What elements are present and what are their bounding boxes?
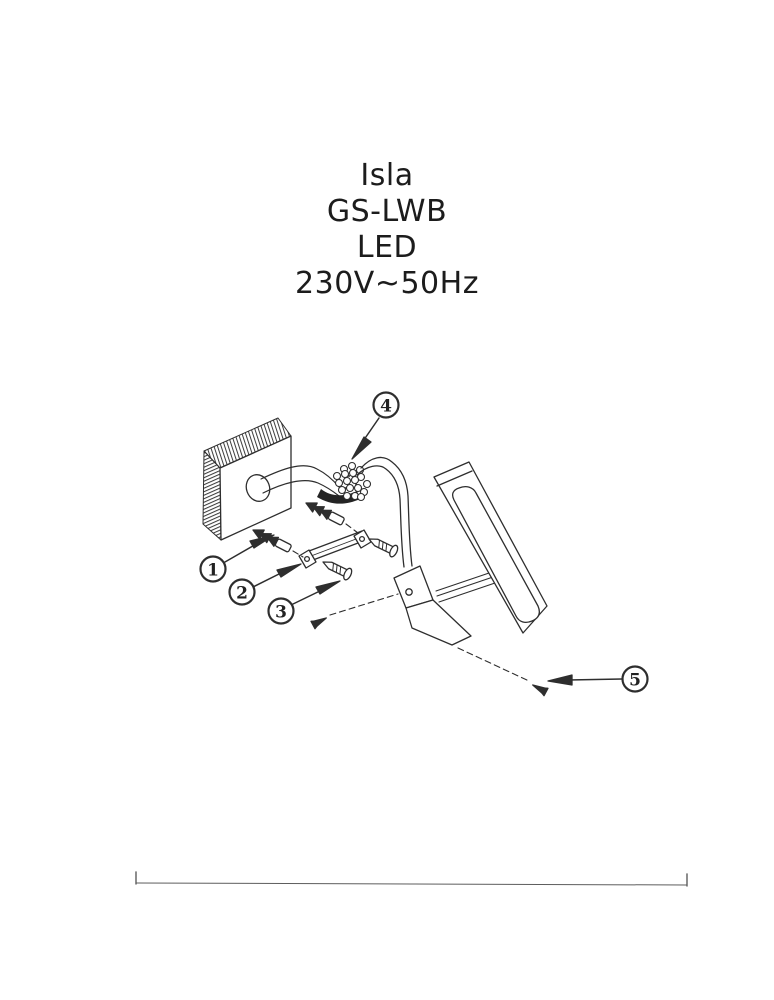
- mounting-rail: [298, 529, 372, 569]
- lamp-cross-arm: [435, 571, 496, 603]
- callout-3: 3: [267, 580, 341, 625]
- callout-4-arrowhead: [351, 436, 372, 460]
- callout-1-arrowhead: [249, 534, 275, 549]
- callout-5-badge: [621, 665, 649, 693]
- page-footer-line: [135, 871, 688, 887]
- callout-1-number: 1: [207, 561, 219, 581]
- callout-5: 5: [547, 665, 649, 693]
- lamp-stem: [356, 456, 413, 568]
- wall-junction-box: [202, 417, 292, 541]
- bracket-fixing-screw: [310, 617, 327, 630]
- callout-4: 4: [351, 391, 400, 460]
- callout-2-arrowhead: [276, 563, 302, 578]
- rail-screw-right: [368, 538, 399, 558]
- junction-box-face: [219, 435, 292, 541]
- wire-connector-cluster: [332, 461, 372, 502]
- lamp-bracket: [393, 565, 472, 646]
- product-name: Isla: [360, 158, 414, 193]
- cable-sheath: [317, 489, 360, 504]
- callout-2-number: 2: [236, 584, 248, 604]
- callout-2: 2: [228, 563, 302, 606]
- light-source: LED: [356, 230, 418, 265]
- bottom-fixing-screw: [532, 684, 549, 697]
- alignment-dashed-lines: [292, 523, 530, 682]
- cable-outlet-hole: [245, 474, 271, 502]
- callout-3-badge: [267, 597, 295, 625]
- callout-1-badge: [199, 555, 227, 583]
- bracket-screw-hole: [405, 588, 413, 596]
- callout-5-number: 5: [629, 671, 641, 691]
- model-number: GS-LWB: [326, 194, 448, 229]
- callout-3-number: 3: [275, 603, 287, 623]
- callout-4-number: 4: [380, 397, 392, 417]
- wall-anchor-top: [305, 502, 345, 526]
- callout-3-arrowhead: [315, 580, 341, 595]
- lamp-diffuser: [452, 486, 540, 623]
- lamp-light-bar: [433, 461, 548, 634]
- callout-2-badge: [228, 578, 256, 606]
- callout-5-arrowhead: [547, 674, 573, 686]
- rail-screw-left: [322, 561, 353, 581]
- callout-4-badge: [372, 391, 400, 419]
- callout-1: 1: [199, 534, 275, 583]
- power-rating: 230V~50Hz: [295, 266, 479, 301]
- title-block: Isla GS-LWB LED 230V~50Hz: [0, 158, 774, 302]
- mains-cable: [260, 465, 360, 504]
